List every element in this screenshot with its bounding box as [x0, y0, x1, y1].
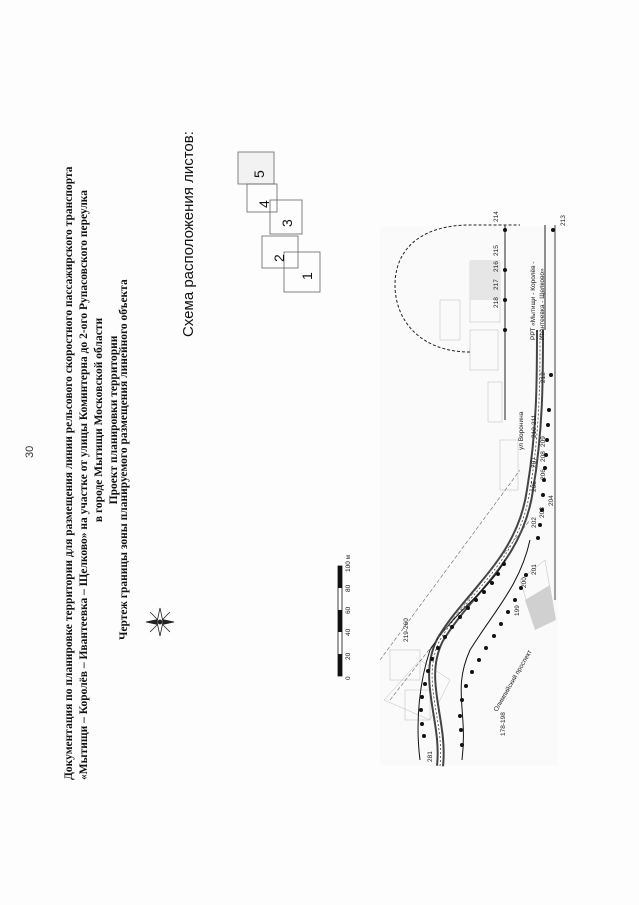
sheet-number-5: 5: [251, 170, 267, 178]
sheet-numbers: 5 4 3 2 1: [251, 170, 315, 280]
point-label-203: 203: [539, 507, 546, 518]
point-label-212: 212: [540, 372, 547, 383]
sheet-layout-scheme: [237, 151, 321, 293]
rail-label-line1: РРТ «Мытищи - Королёв -: [530, 261, 537, 340]
point-label-199: 199: [514, 605, 521, 616]
scale-tick-20: 20: [345, 652, 352, 660]
point-label-281: 281: [427, 751, 434, 762]
point-label-213: 213: [560, 215, 567, 226]
sheet-number-1: 1: [299, 272, 315, 280]
sheet-box-4: [246, 183, 278, 213]
point-label-217: 217: [493, 279, 500, 290]
point-label-208: 208: [540, 451, 547, 462]
point-label-201: 201: [531, 564, 538, 575]
scale-tick-0: 0: [345, 676, 352, 680]
point-label-219-260: 219-260: [403, 618, 410, 642]
point-label-204: 204: [548, 495, 555, 506]
point-labels: 281 219-260 178-198 199 200 201 202 203 …: [403, 211, 567, 762]
point-label-215: 215: [493, 245, 500, 256]
sheet-number-4: 4: [256, 200, 272, 208]
point-label-210: 210: [531, 427, 538, 438]
scale-bar: 0 20 40 60 80 100 м: [337, 554, 352, 680]
point-label-205: 205: [531, 481, 538, 492]
point-label-178-198: 178-198: [500, 712, 507, 736]
sheet-box-5: [237, 151, 275, 185]
map-area: ул Воронина Олимпийский проспект РРТ «Мы…: [379, 211, 567, 767]
rail-label-line2: Ивантеевка - Щелково»: [539, 268, 546, 340]
point-label-206: 206: [540, 469, 547, 480]
sheet-number-3: 3: [279, 219, 295, 227]
compass-rose-icon: [145, 607, 175, 637]
point-label-200: 200: [521, 577, 528, 588]
sheet-number-2: 2: [271, 254, 287, 262]
scale-tick-60: 60: [345, 606, 352, 614]
point-label-218: 218: [493, 297, 500, 308]
point-label-211: 211: [531, 414, 538, 425]
sheet-box-1: [283, 251, 321, 293]
scale-tick-40: 40: [345, 628, 352, 636]
street-label-voronina: ул Воронина: [518, 411, 525, 450]
point-label-209: 209: [540, 436, 547, 447]
scale-tick-80: 80: [345, 584, 352, 592]
point-label-207: 207: [531, 457, 538, 468]
point-label-216: 216: [493, 261, 500, 272]
point-label-214: 214: [493, 211, 500, 222]
point-label-202: 202: [531, 517, 538, 528]
scale-tick-100: 100 м: [345, 554, 352, 572]
sheet-box-3: [269, 199, 303, 235]
